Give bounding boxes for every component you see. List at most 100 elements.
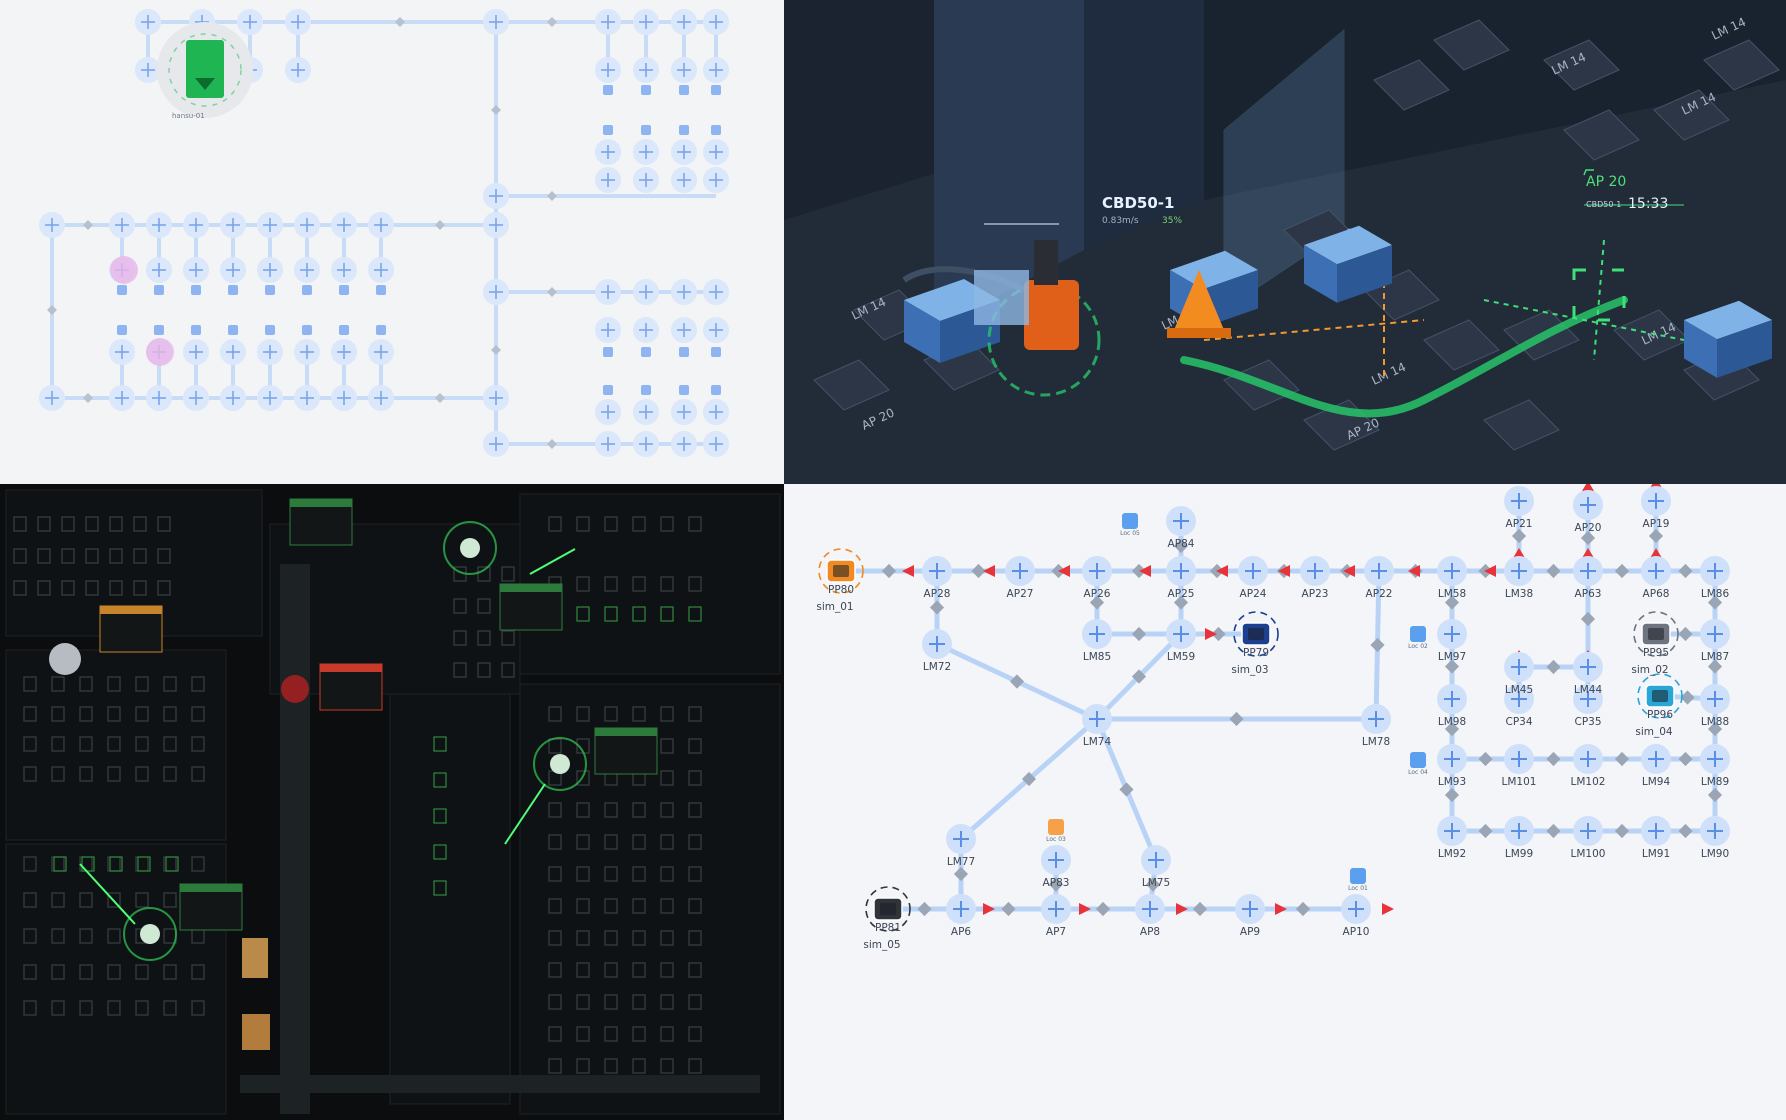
- map-node-ap84[interactable]: [1166, 506, 1196, 536]
- waypoint-marker: [1173, 538, 1189, 554]
- map-node-lm77[interactable]: [946, 824, 976, 854]
- storage-slot: [23, 964, 37, 980]
- vehicle-pp81[interactable]: [865, 886, 911, 932]
- waypoint-marker: [1511, 528, 1527, 544]
- map-node-cp35[interactable]: [1573, 684, 1603, 714]
- storage-slot: [548, 994, 562, 1010]
- map-node-ap20[interactable]: [1573, 490, 1603, 520]
- map-node-ap21[interactable]: [1504, 486, 1534, 516]
- map-node-lm102[interactable]: [1573, 744, 1603, 774]
- map-node-ap24[interactable]: [1238, 556, 1268, 586]
- grid-node: [703, 167, 729, 193]
- vehicle-pp95[interactable]: [1633, 611, 1679, 657]
- map-node-lm58[interactable]: [1437, 556, 1467, 586]
- light-grid-map-panel: hansu-01: [0, 0, 784, 484]
- grid-slot: [603, 125, 613, 135]
- light-grid-map-canvas[interactable]: hansu-01: [0, 0, 784, 484]
- map-node-lm92[interactable]: [1437, 816, 1467, 846]
- traffic-cone-base: [1167, 328, 1231, 338]
- node-label-ap23: AP23: [1301, 588, 1329, 600]
- grid-slot: [711, 385, 721, 395]
- map-node-lm89[interactable]: [1700, 744, 1730, 774]
- map-node-cp34[interactable]: [1504, 684, 1534, 714]
- vehicle-icon-inner: [880, 903, 896, 915]
- pallet-side: [1304, 245, 1337, 303]
- storage-slot: [548, 802, 562, 818]
- storage-slot: [79, 706, 93, 722]
- map-node-lm101[interactable]: [1504, 744, 1534, 774]
- map-node-lm98[interactable]: [1437, 684, 1467, 714]
- storage-slot: [433, 736, 447, 752]
- storage-slot: [604, 1058, 618, 1074]
- grid-node: [109, 339, 135, 365]
- storage-slot: [660, 1026, 674, 1042]
- storage-slot: [109, 516, 123, 532]
- map-node-ap28[interactable]: [922, 556, 952, 586]
- storage-slot: [107, 766, 121, 782]
- map-node-lm94[interactable]: [1641, 744, 1671, 774]
- map-node-lm97[interactable]: [1437, 619, 1467, 649]
- robot: [550, 754, 570, 774]
- vehicle-label-pp81: PP81: [874, 922, 902, 934]
- storage-slot: [688, 516, 702, 532]
- map-node-ap6[interactable]: [946, 894, 976, 924]
- topology-map-canvas[interactable]: [784, 484, 1786, 1120]
- map-node-lm99[interactable]: [1504, 816, 1534, 846]
- map-node-lm87[interactable]: [1700, 619, 1730, 649]
- map-node-ap8[interactable]: [1135, 894, 1165, 924]
- map-node-lm44[interactable]: [1573, 652, 1603, 682]
- map-node-lm88[interactable]: [1700, 684, 1730, 714]
- map-node-lm45[interactable]: [1504, 652, 1534, 682]
- map-node-ap22[interactable]: [1364, 556, 1394, 586]
- map-node-ap10[interactable]: [1341, 894, 1371, 924]
- map-node-ap7[interactable]: [1041, 894, 1071, 924]
- grid-node: [331, 385, 357, 411]
- vehicle-pp96[interactable]: [1637, 673, 1683, 719]
- map-node-ap27[interactable]: [1005, 556, 1035, 586]
- map-node-ap19[interactable]: [1641, 486, 1671, 516]
- grid-node: [671, 431, 697, 457]
- storage-slot: [135, 892, 149, 908]
- map-node-ap25[interactable]: [1166, 556, 1196, 586]
- map-node-lm38[interactable]: [1504, 556, 1534, 586]
- location-marker-loc02: [1410, 626, 1426, 642]
- map-node-lm74[interactable]: [1082, 704, 1112, 734]
- map-node-ap23[interactable]: [1300, 556, 1330, 586]
- direction-arrow: [1205, 628, 1217, 640]
- map-node-lm59[interactable]: [1166, 619, 1196, 649]
- map-node-ap26[interactable]: [1082, 556, 1112, 586]
- grid-node: [146, 257, 172, 283]
- vehicle-pp79[interactable]: [1233, 611, 1279, 657]
- map-node-ap68[interactable]: [1641, 556, 1671, 586]
- map-node-lm100[interactable]: [1573, 816, 1603, 846]
- node-label-ap20: AP20: [1574, 522, 1602, 534]
- map-node-lm91[interactable]: [1641, 816, 1671, 846]
- node-label-lm78: LM78: [1361, 736, 1391, 748]
- map-node-lm75[interactable]: [1141, 845, 1171, 875]
- vehicle-pp80[interactable]: [818, 548, 864, 594]
- storage-slot: [79, 766, 93, 782]
- map-node-ap9[interactable]: [1235, 894, 1265, 924]
- storage-slot: [107, 964, 121, 980]
- location-label-loc05: Loc 05: [1120, 530, 1140, 537]
- map-node-lm90[interactable]: [1700, 816, 1730, 846]
- dark-monitor-canvas[interactable]: [0, 484, 784, 1120]
- map-node-lm72[interactable]: [922, 629, 952, 659]
- grid-waypoint: [83, 393, 93, 403]
- grid-node: [703, 57, 729, 83]
- storage-slot: [604, 1026, 618, 1042]
- direction-arrow: [1582, 484, 1594, 491]
- storage-slot: [107, 892, 121, 908]
- map-node-ap63[interactable]: [1573, 556, 1603, 586]
- map-node-ap83[interactable]: [1041, 845, 1071, 875]
- map-node-lm78[interactable]: [1361, 704, 1391, 734]
- floor-tile: [1653, 89, 1730, 141]
- storage-slot: [632, 866, 646, 882]
- storage-slot: [632, 994, 646, 1010]
- room-outline: [389, 693, 511, 1105]
- map-node-lm85[interactable]: [1082, 619, 1112, 649]
- map-node-lm93[interactable]: [1437, 744, 1467, 774]
- location-marker-loc05: [1122, 513, 1138, 529]
- map-node-lm86[interactable]: [1700, 556, 1730, 586]
